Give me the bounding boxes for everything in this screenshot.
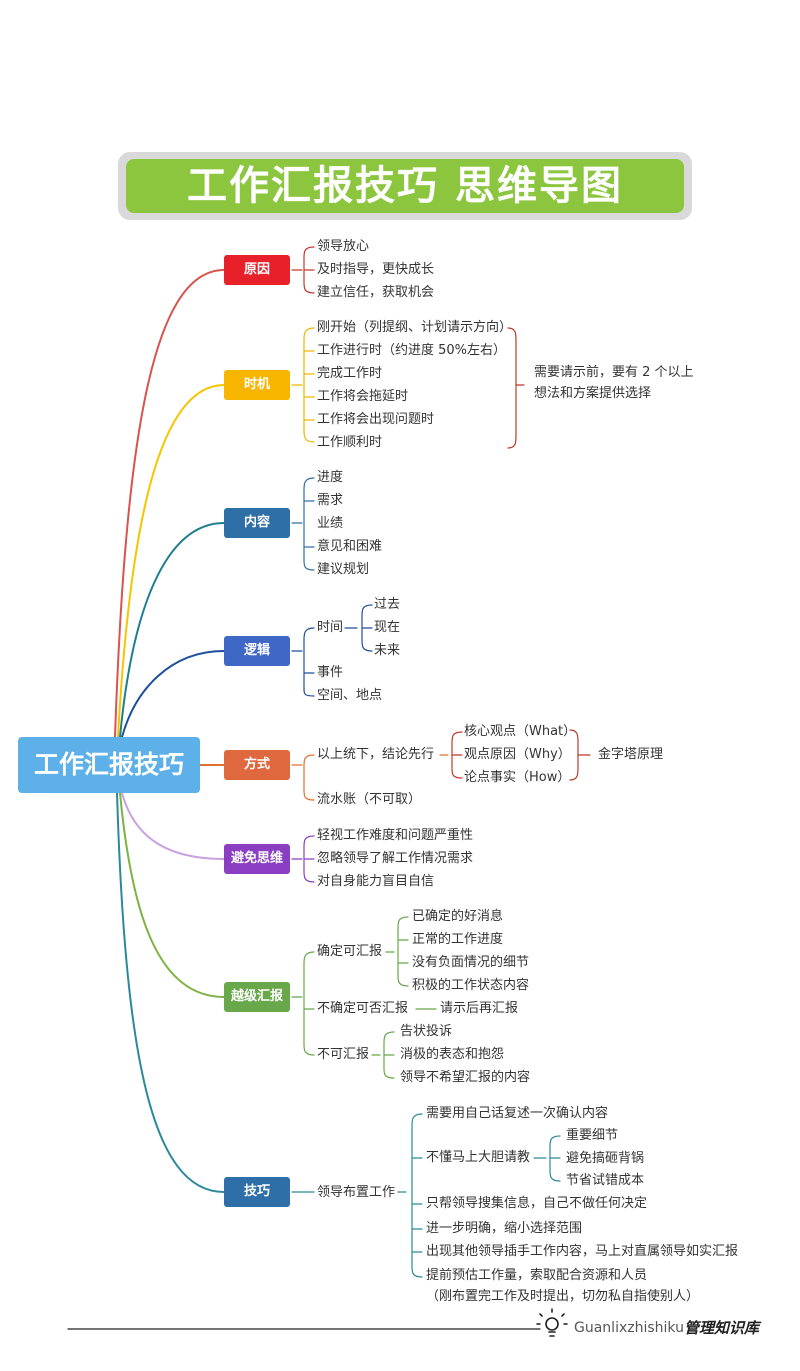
- fangshi-main: 以上统下，结论先行: [317, 747, 435, 762]
- neirong-item: 业绩: [317, 516, 344, 531]
- luoji-time-item: 过去: [374, 597, 401, 612]
- jiqiao-item: 进一步明确，缩小选择范围: [426, 1221, 583, 1236]
- yueji-unsure: 不确定可否汇报: [317, 1001, 409, 1016]
- luoji-item: 空间、地点: [317, 688, 383, 703]
- jiqiao-item: 需要用自己话复述一次确认内容: [426, 1106, 609, 1121]
- jiqiao-item: 提前预估工作量，索取配合资源和人员: [426, 1268, 648, 1283]
- bimian-item: 轻视工作难度和问题严重性: [317, 828, 474, 843]
- connector-neirong: [119, 522, 225, 738]
- jiqiao-sub: 领导布置工作: [317, 1185, 396, 1200]
- connector-luoji: [121, 650, 225, 738]
- shiji-item: 工作将会拖延时: [317, 389, 409, 404]
- luoji-time-item: 现在: [374, 620, 401, 635]
- luoji-time: 时间: [317, 620, 344, 635]
- jiqiao-item: （刚布置完工作及时提出，切勿私自指使别人）: [426, 1289, 700, 1304]
- shiji-item: 工作进行时（约进度 50%左右）: [317, 343, 507, 358]
- page-title: 工作汇报技巧 思维导图: [126, 159, 684, 213]
- jiqiao-item: 只帮领导搜集信息，自己不做任何决定: [426, 1196, 648, 1211]
- yueji-ok-item: 积极的工作状态内容: [412, 978, 530, 993]
- yueji-ok-item: 已确定的好消息: [412, 909, 504, 924]
- fangshi-sub-item: 核心观点（What）: [464, 724, 577, 739]
- root-node: 工作汇报技巧: [18, 737, 200, 793]
- shiji-note-line: 想法和方案提供选择: [534, 386, 652, 401]
- luoji-time-item: 未来: [374, 643, 401, 658]
- yueji-ok-item: 没有负面情况的细节: [412, 955, 530, 970]
- bimian-item: 忽略领导了解工作情况需求: [317, 851, 474, 866]
- yueji-no-item: 告状投诉: [400, 1024, 453, 1039]
- neirong-item: 进度: [317, 470, 344, 485]
- branch-yuanyin: 原因: [224, 255, 290, 285]
- footer-site: Guanlixzhishiku: [574, 1320, 684, 1336]
- jiqiao-item2-sub: 避免搞砸背锅: [566, 1151, 645, 1166]
- connector-shiji: [117, 384, 225, 738]
- fangshi-pyramid: 金字塔原理: [598, 747, 664, 762]
- yueji-unsure-note: 请示后再汇报: [440, 1001, 519, 1016]
- bimian-item: 对自身能力盲目自信: [317, 874, 435, 889]
- branch-luoji: 逻辑: [224, 636, 290, 666]
- shiji-item: 工作将会出现问题时: [317, 412, 435, 427]
- jiqiao-item2-sub: 节省试错成本: [566, 1173, 645, 1188]
- neirong-item: 需求: [317, 493, 344, 508]
- connector-jiqiao: [116, 792, 225, 1193]
- connector-bimian: [121, 792, 225, 860]
- yuanyin-item: 建立信任，获取机会: [317, 285, 435, 300]
- jiqiao-item2-sub: 重要细节: [566, 1128, 619, 1143]
- yueji-no-item: 领导不希望汇报的内容: [400, 1070, 531, 1085]
- yueji-ok-item: 正常的工作进度: [412, 932, 504, 947]
- shiji-item: 工作顺利时: [317, 435, 383, 450]
- branch-shiji: 时机: [224, 370, 290, 400]
- yuanyin-item: 领导放心: [317, 239, 370, 254]
- branch-fangshi: 方式: [224, 750, 290, 780]
- fangshi-sub-item: 论点事实（How）: [464, 770, 571, 785]
- jiqiao-item: 不懂马上大胆请教: [426, 1150, 531, 1165]
- branch-jiqiao: 技巧: [224, 1177, 290, 1207]
- yuanyin-item: 及时指导，更快成长: [317, 262, 435, 277]
- jiqiao-item: 出现其他领导插手工作内容，马上对直属领导如实汇报: [426, 1244, 739, 1259]
- shiji-item: 完成工作时: [317, 366, 383, 381]
- shiji-note-line: 需要请示前，要有 2 个以上: [534, 365, 694, 380]
- branch-neirong: 内容: [224, 508, 290, 538]
- shiji-item: 刚开始（列提纲、计划请示方向）: [317, 320, 513, 335]
- yueji-ok: 确定可汇报: [317, 944, 383, 959]
- lightbulb-icon: [536, 1308, 568, 1337]
- branch-yueji: 越级汇报: [224, 982, 290, 1012]
- yueji-no-item: 消极的表态和抱怨: [400, 1047, 505, 1062]
- footer-brand: 管理知识库: [684, 1319, 760, 1337]
- yueji-no: 不可汇报: [317, 1047, 370, 1062]
- connector-yuanyin: [114, 269, 225, 738]
- fangshi-sub-item: 观点原因（Why）: [464, 747, 571, 762]
- luoji-item: 事件: [317, 665, 344, 680]
- connector-yueji: [119, 792, 225, 998]
- branch-bimian: 避免思维: [224, 844, 290, 874]
- neirong-item: 建议规划: [317, 562, 370, 577]
- fangshi-other: 流水账（不可取）: [317, 792, 422, 807]
- neirong-item: 意见和困难: [317, 539, 383, 554]
